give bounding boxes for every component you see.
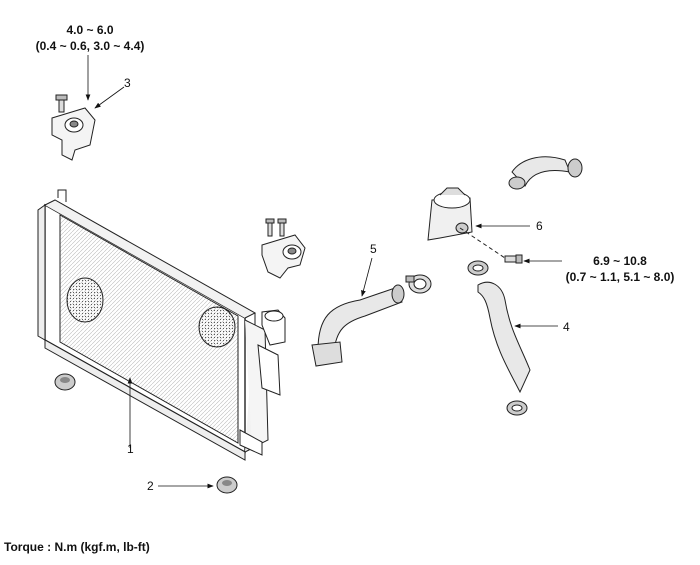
rubber-mount-upper — [54, 373, 76, 391]
rubber-mount-lower — [216, 476, 238, 494]
radiator-hose-lower — [311, 284, 405, 367]
filler-neck — [427, 187, 473, 241]
callout-1: 1 — [127, 442, 134, 456]
callout-6: 6 — [536, 219, 543, 233]
torque-top-line1: 4.0 ~ 6.0 — [66, 23, 114, 37]
callout-4: 4 — [563, 320, 570, 334]
torque-units-note: Torque : N.m (kgf.m, lb-ft) — [4, 540, 150, 554]
callout-3: 3 — [124, 76, 131, 90]
radiator-hose-upper — [508, 156, 583, 190]
torque-right-line1: 6.9 ~ 10.8 — [593, 254, 647, 268]
torque-label-top: 4.0 ~ 6.0 (0.4 ~ 0.6, 3.0 ~ 4.4) — [10, 22, 170, 54]
bolt — [504, 254, 523, 264]
radiator — [37, 189, 286, 461]
torque-right-line2: (0.7 ~ 1.1, 5.1 ~ 8.0) — [565, 270, 675, 284]
coolant-hose — [467, 260, 531, 416]
hose-clamp — [405, 274, 432, 294]
leader-5 — [361, 257, 373, 297]
callout-5: 5 — [370, 242, 377, 256]
leader-3 — [94, 86, 125, 109]
mounting-bracket-middle — [261, 218, 306, 279]
callout-2: 2 — [147, 479, 154, 493]
dashed-guide — [459, 227, 506, 259]
mounting-bracket-top — [51, 94, 96, 161]
torque-label-right: 6.9 ~ 10.8 (0.7 ~ 1.1, 5.1 ~ 8.0) — [540, 253, 700, 285]
torque-top-line2: (0.4 ~ 0.6, 3.0 ~ 4.4) — [35, 39, 145, 53]
